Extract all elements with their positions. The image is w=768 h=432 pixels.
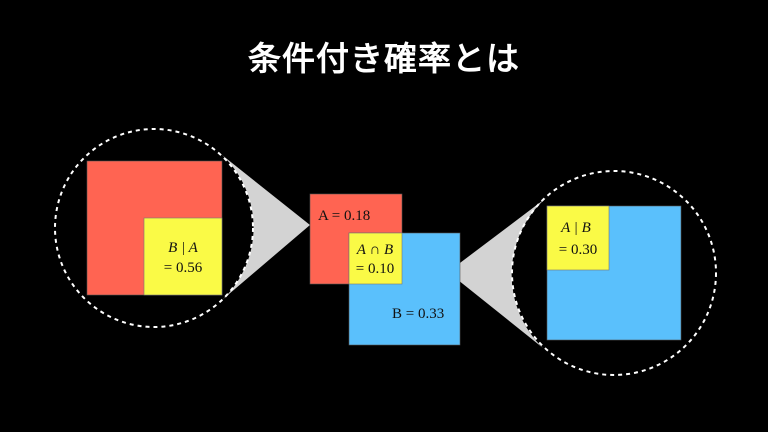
intersection-label: A ∩ B xyxy=(356,242,393,258)
right-a-given-b-region xyxy=(546,205,610,271)
event-b-label: B = 0.33 xyxy=(392,306,444,322)
left-b-given-a-region xyxy=(143,217,223,296)
left-zoom-cone xyxy=(222,155,310,300)
left-label-b-given-a: B | A xyxy=(168,240,199,256)
right-label-value: = 0.30 xyxy=(559,242,597,258)
left-zoom-circle xyxy=(54,128,254,328)
intersection-square xyxy=(348,232,403,285)
intersection-value: = 0.10 xyxy=(356,261,394,277)
right-label-a-given-b: A | B xyxy=(560,220,591,236)
left-label-value: = 0.56 xyxy=(164,260,203,276)
page-title: 条件付き確率とは xyxy=(248,39,520,78)
event-a-label: A = 0.18 xyxy=(318,208,370,224)
right-zoom-cone xyxy=(448,198,546,348)
right-zoom-circle xyxy=(511,170,717,376)
